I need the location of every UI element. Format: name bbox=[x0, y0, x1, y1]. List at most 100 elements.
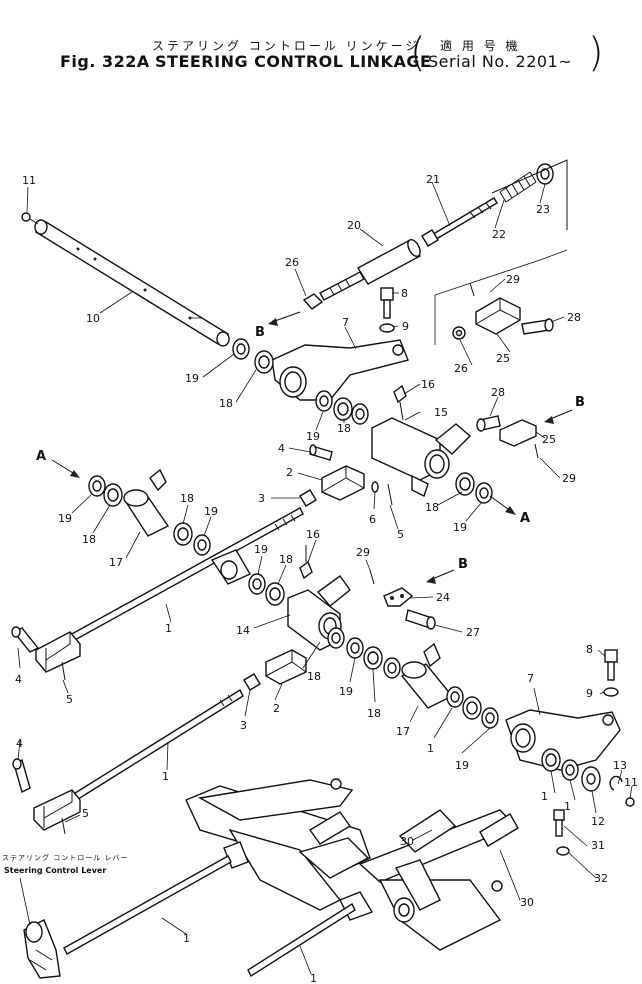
callout-25-mid: 25 bbox=[542, 433, 556, 446]
callout-10: 10 bbox=[86, 312, 100, 325]
callout-18-left: 18 bbox=[82, 533, 96, 546]
callout-19-lower-mid: 19 bbox=[339, 685, 353, 698]
reference-letters: A A B B B bbox=[36, 325, 585, 572]
nut-26-upper bbox=[302, 293, 324, 310]
callout-4-left: 4 bbox=[15, 673, 22, 686]
callout-19-right: 19 bbox=[453, 521, 467, 534]
callout-12: 12 bbox=[591, 815, 605, 828]
assembled-steering-unit bbox=[185, 778, 519, 951]
locknut-rod bbox=[421, 229, 439, 247]
bearings-18-19-bracket bbox=[541, 748, 579, 781]
callout-17-upper: 17 bbox=[109, 556, 123, 569]
washer-12 bbox=[581, 766, 601, 792]
grease-fitting-16-lower bbox=[299, 545, 313, 580]
callout-5-left: 5 bbox=[66, 693, 73, 706]
pin-27 bbox=[405, 609, 436, 630]
callout-9-lower: 9 bbox=[586, 687, 593, 700]
cotter-29-lower bbox=[369, 569, 375, 585]
callout-18-lower-right: 1 bbox=[427, 742, 434, 755]
spring-22 bbox=[499, 171, 537, 203]
washer-9-upper bbox=[379, 323, 395, 333]
washer-32 bbox=[556, 846, 570, 856]
nut-3-lower bbox=[243, 673, 261, 691]
callout-26-box: 26 bbox=[454, 362, 468, 375]
bolt-8-upper bbox=[380, 287, 394, 319]
callout-4-upper: 4 bbox=[278, 442, 285, 455]
bracket-7-upper bbox=[271, 339, 409, 401]
rod-1-middle bbox=[33, 688, 244, 831]
lever-label-leader bbox=[19, 877, 31, 926]
bearing-19-18-upper-left bbox=[232, 338, 274, 374]
callout-15: 15 bbox=[434, 406, 448, 419]
callout-3-upper: 3 bbox=[258, 492, 265, 505]
callout-2-lower: 2 bbox=[273, 702, 280, 715]
callout-5-lower: 5 bbox=[82, 807, 89, 820]
figure-title: STEERING CONTROL LINKAGE bbox=[155, 52, 432, 71]
callout-17-lower: 17 bbox=[396, 725, 410, 738]
callout-30-left: 30 bbox=[400, 835, 414, 848]
callout-18-right: 18 bbox=[425, 501, 439, 514]
callout-29-lower: 29 bbox=[356, 546, 370, 559]
lever-label-english: Steering Control Lever bbox=[4, 866, 106, 875]
bearings-18-19-lower bbox=[327, 627, 401, 679]
callout-23: 23 bbox=[536, 203, 550, 216]
pin-28-upper bbox=[521, 318, 554, 335]
callout-28-upper: 28 bbox=[567, 311, 581, 324]
callout-1-lower-center: 1 bbox=[310, 972, 317, 984]
pin-4-upper bbox=[309, 444, 333, 461]
reference-arrows bbox=[51, 311, 573, 584]
callout-25-upper: 25 bbox=[496, 352, 510, 365]
snap-ring-13 bbox=[609, 775, 623, 791]
callout-6: 6 bbox=[369, 513, 376, 526]
callout-21: 21 bbox=[426, 173, 440, 186]
lever-15 bbox=[371, 417, 472, 497]
callout-29-mid: 29 bbox=[562, 472, 576, 485]
callout-1-upper: 1 bbox=[165, 622, 172, 635]
guide-line-rod-group bbox=[491, 159, 568, 230]
serial-label-japanese: 適 用 号 機 bbox=[440, 39, 521, 53]
callout-19-bracket: 1 bbox=[564, 800, 571, 813]
pin-4-lower bbox=[12, 758, 31, 794]
nut-26-box bbox=[452, 326, 466, 340]
callout-11-lower: 11 bbox=[624, 776, 638, 789]
callout-19-mid: 19 bbox=[306, 430, 320, 443]
callout-27: 27 bbox=[466, 626, 480, 639]
callout-18-bracket: 1 bbox=[541, 790, 548, 803]
rod-1-upper bbox=[35, 507, 304, 673]
callout-19-left: 19 bbox=[58, 512, 72, 525]
callout-3-lower: 3 bbox=[240, 719, 247, 732]
lever-14 bbox=[210, 549, 351, 651]
callout-8-lower: 8 bbox=[586, 643, 593, 656]
cap-23 bbox=[536, 163, 554, 185]
serial-number: Serial No. 2201~ bbox=[428, 52, 573, 71]
grease-fitting-16-upper bbox=[393, 384, 407, 421]
callout-9-upper: 9 bbox=[402, 320, 409, 333]
callout-14: 14 bbox=[236, 624, 250, 637]
callout-labels: 11 10 20 21 22 23 26 8 9 29 28 26 25 7 1… bbox=[15, 173, 638, 984]
cotter-5-upper bbox=[387, 483, 393, 506]
callout-4-lower: 4 bbox=[16, 737, 23, 750]
bolt-8-lower bbox=[604, 649, 618, 681]
callout-24: 24 bbox=[436, 591, 450, 604]
ref-letter-a-right: A bbox=[520, 511, 530, 526]
callout-31: 31 bbox=[591, 839, 605, 852]
serial-left-paren: ( bbox=[410, 30, 426, 76]
shaft-10 bbox=[34, 219, 230, 347]
callout-13: 13 bbox=[613, 759, 627, 772]
pin-4-left bbox=[11, 626, 40, 653]
callout-19-center: 19 bbox=[204, 505, 218, 518]
callout-1-lower-left: 1 bbox=[183, 932, 190, 945]
cotter-5-lower bbox=[61, 817, 66, 835]
lever-label-japanese: ステアリング コントロール レバー bbox=[2, 853, 128, 862]
callout-2-upper: 2 bbox=[286, 466, 293, 479]
callout-18-mid: 18 bbox=[337, 422, 351, 435]
ref-letter-b-upper: B bbox=[255, 325, 265, 340]
callout-19-lower-right: 19 bbox=[455, 759, 469, 772]
bolt-11-top bbox=[21, 212, 39, 225]
callout-26-upper: 26 bbox=[285, 256, 299, 269]
callout-8-upper: 8 bbox=[401, 287, 408, 300]
callout-22: 22 bbox=[492, 228, 506, 241]
ref-letter-b-lower: B bbox=[458, 557, 468, 572]
washer-6 bbox=[371, 481, 379, 493]
